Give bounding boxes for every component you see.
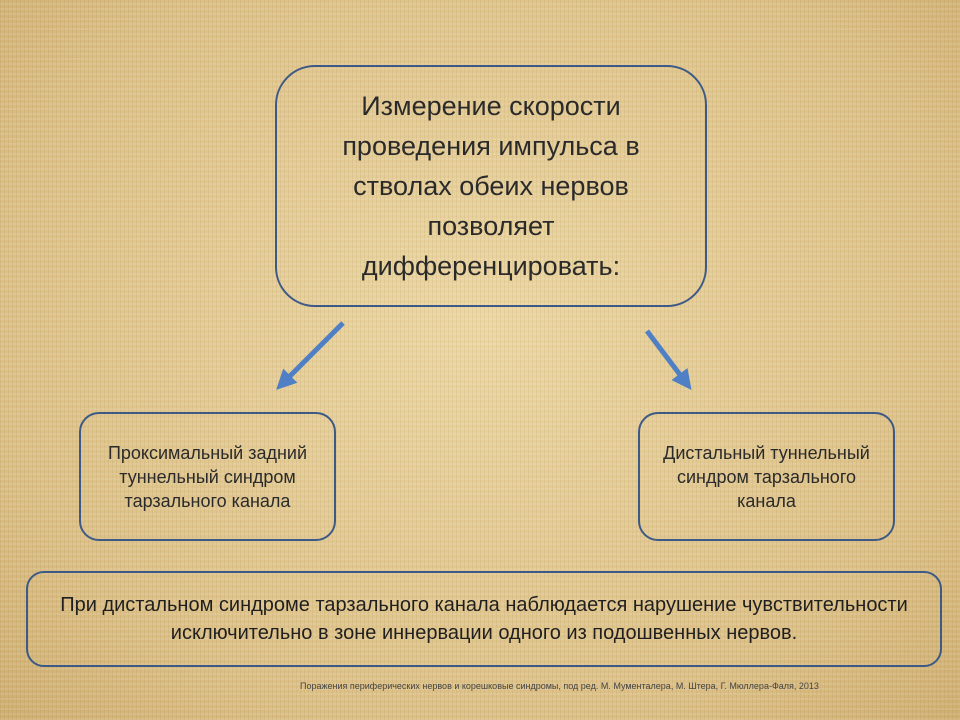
arrow-right-icon	[645, 329, 692, 390]
arrow-left-icon	[276, 321, 345, 390]
main-statement-box: Измерение скорости проведения импульса в…	[275, 65, 707, 307]
citation: Поражения периферических нервов и корешк…	[300, 681, 819, 691]
note-text: При дистальном синдроме тарзального кана…	[60, 594, 908, 644]
main-statement-text: Измерение скорости проведения импульса в…	[342, 91, 640, 281]
proximal-syndrome-box: Проксимальный задний туннельный синдром …	[79, 412, 336, 541]
proximal-syndrome-text: Проксимальный задний туннельный синдром …	[107, 442, 308, 511]
note-box: При дистальном синдроме тарзального кана…	[26, 571, 942, 667]
distal-syndrome-text: Дистальный туннельный синдром тарзальног…	[663, 442, 870, 511]
distal-syndrome-box: Дистальный туннельный синдром тарзальног…	[638, 412, 895, 541]
